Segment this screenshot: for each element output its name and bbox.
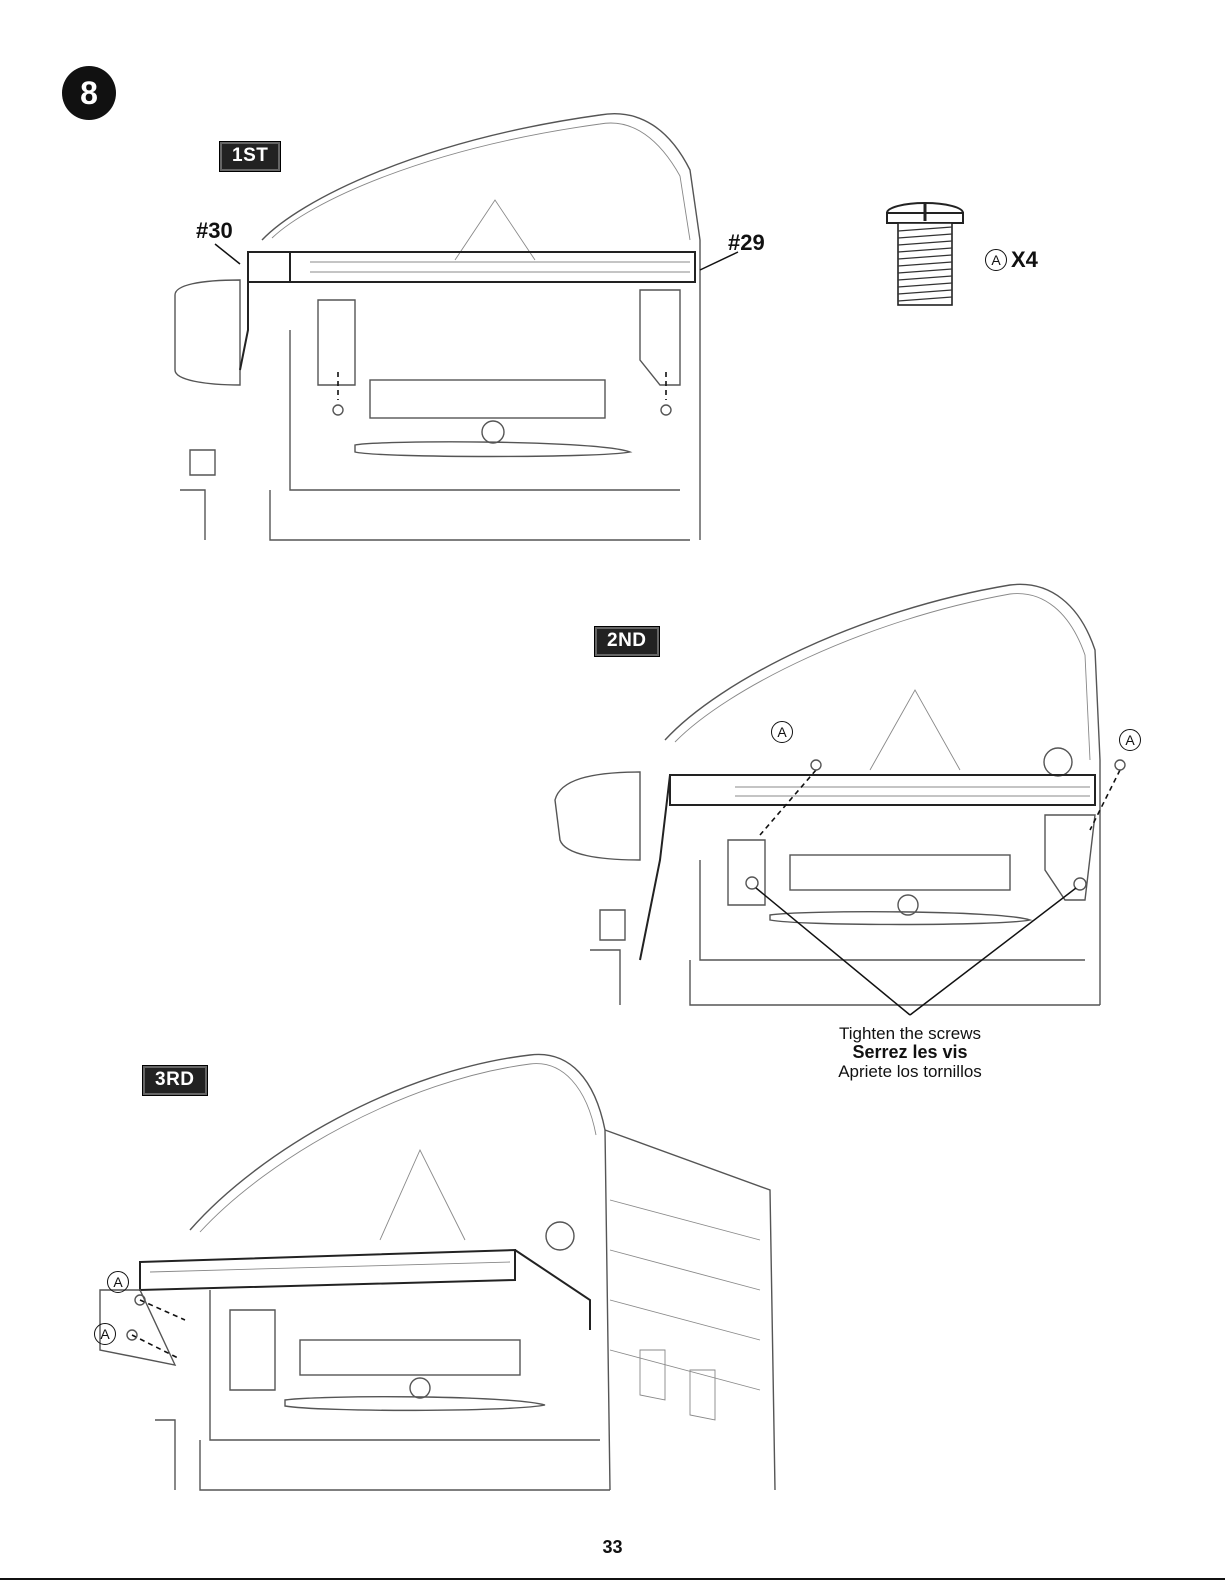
footer-rule xyxy=(0,1578,1225,1580)
page-number: 33 xyxy=(0,1537,1225,1558)
stage-3-screw-a-upper: A xyxy=(107,1271,129,1293)
stage-3-illustration xyxy=(0,0,1225,1500)
stage-3-screw-a-lower: A xyxy=(94,1323,116,1345)
